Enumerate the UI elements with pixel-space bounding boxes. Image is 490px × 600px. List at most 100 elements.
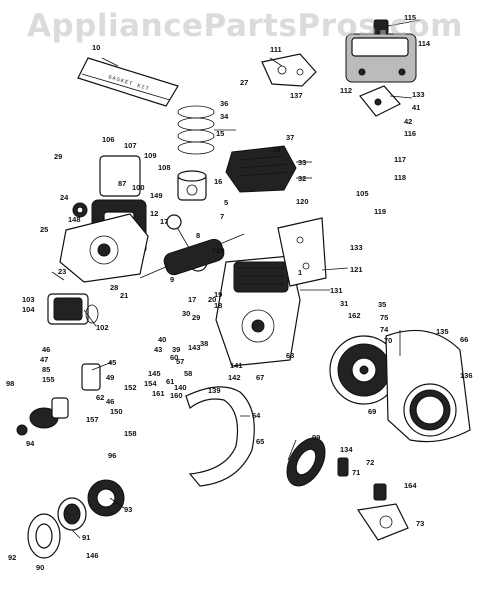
callout-114: 114 — [418, 39, 431, 48]
callout-154: 154 — [144, 379, 157, 388]
callout-38b: 38 — [200, 339, 208, 348]
callout-66: 66 — [460, 335, 468, 344]
fuel-valve-part — [16, 397, 69, 436]
callout-17b: 17 — [188, 295, 196, 304]
callout-133: 133 — [412, 90, 425, 99]
callout-129: 129 — [212, 246, 225, 255]
callout-70: 70 — [384, 336, 392, 345]
callout-25: 25 — [40, 225, 48, 234]
callout-30: 30 — [182, 309, 190, 318]
callout-42: 42 — [404, 117, 412, 126]
callout-104: 104 — [22, 305, 35, 314]
callout-106: 106 — [102, 135, 115, 144]
callout-139: 139 — [208, 386, 221, 395]
callout-141: 141 — [230, 361, 243, 370]
callout-103: 103 — [22, 295, 35, 304]
callout-32: 32 — [298, 174, 306, 183]
callout-134: 134 — [340, 445, 353, 454]
muffler-part — [345, 19, 417, 83]
callout-7: 7 — [220, 212, 224, 221]
callout-9: 9 — [170, 275, 174, 284]
callout-43: 43 — [154, 345, 162, 354]
callout-35: 35 — [378, 300, 386, 309]
clutch-drum-part — [27, 479, 125, 559]
callout-142: 142 — [228, 373, 241, 382]
callout-47: 47 — [40, 355, 48, 364]
callout-8: 8 — [196, 231, 200, 240]
callout-96: 96 — [108, 451, 116, 460]
callout-19: 19 — [214, 290, 222, 299]
callout-155: 155 — [42, 375, 55, 384]
callout-92: 92 — [8, 553, 16, 562]
bracket-121-part — [277, 217, 327, 287]
governor-part — [81, 361, 113, 391]
callout-72: 72 — [366, 458, 374, 467]
callout-37: 37 — [286, 133, 294, 142]
callout-36: 36 — [220, 99, 228, 108]
callout-85: 85 — [42, 365, 50, 374]
callout-91: 91 — [82, 533, 90, 542]
callout-31: 31 — [340, 299, 348, 308]
muffler-gasket-part — [261, 53, 317, 87]
piston-rings — [177, 105, 215, 155]
cylinder-head-part — [225, 145, 297, 193]
callout-98: 98 — [6, 379, 14, 388]
callout-34: 34 — [220, 112, 229, 121]
callout-24: 24 — [60, 193, 69, 202]
callout-62: 62 — [96, 393, 104, 402]
callout-18: 18 — [214, 301, 222, 310]
starter-pawl-parts — [337, 457, 409, 541]
callout-157: 157 — [86, 415, 99, 424]
callout-107: 107 — [124, 141, 137, 150]
callout-93: 93 — [124, 505, 132, 514]
callout-102: 102 — [96, 323, 109, 332]
callout-87: 87 — [118, 179, 126, 188]
callout-111: 111 — [270, 45, 282, 54]
crankcase-cover-part — [59, 213, 149, 283]
flywheel-part — [329, 335, 399, 405]
callout-150: 150 — [110, 407, 123, 416]
callout-116: 116 — [404, 129, 416, 138]
callout-10: 10 — [92, 43, 100, 52]
callout-17: 17 — [160, 217, 168, 226]
callout-39: 39 — [172, 345, 180, 354]
callout-23: 23 — [58, 267, 66, 276]
callout-148: 148 — [68, 215, 81, 224]
leader-lines — [51, 19, 421, 539]
air-filter-part — [47, 293, 99, 325]
callout-131: 131 — [330, 286, 343, 295]
starter-pulley-part — [286, 437, 326, 487]
callout-27: 27 — [240, 78, 248, 87]
callout-29b: 29 — [192, 313, 200, 322]
callout-118: 118 — [394, 173, 406, 182]
callout-117: 117 — [394, 155, 406, 164]
callout-158: 158 — [124, 429, 137, 438]
callout-115: 115 — [404, 13, 416, 22]
callout-90: 90 — [36, 563, 44, 572]
gasket-kit: GASKET KIT — [77, 57, 179, 107]
callout-149: 149 — [150, 191, 163, 200]
callout-61: 61 — [166, 377, 174, 386]
callout-94: 94 — [26, 439, 35, 448]
callout-45: 45 — [108, 358, 116, 367]
callout-145: 145 — [148, 369, 161, 378]
callout-15: 15 — [216, 129, 224, 138]
callout-164: 164 — [404, 481, 417, 490]
callout-46b: 46 — [106, 397, 114, 406]
callout-112: 112 — [340, 86, 352, 95]
callout-105: 105 — [356, 189, 369, 198]
callout-40: 40 — [158, 335, 166, 344]
callout-21: 21 — [120, 291, 128, 300]
callout-64: 64 — [252, 411, 261, 420]
callout-41: 41 — [412, 103, 420, 112]
callout-99: 99 — [312, 433, 320, 442]
callout-65: 65 — [256, 437, 264, 446]
callout-73: 73 — [416, 519, 424, 528]
callout-135: 135 — [436, 327, 449, 336]
callout-49: 49 — [106, 373, 114, 382]
callout-5: 5 — [224, 198, 228, 207]
callout-33: 33 — [298, 158, 306, 167]
callout-67: 67 — [256, 373, 264, 382]
callout-137: 137 — [290, 91, 303, 100]
